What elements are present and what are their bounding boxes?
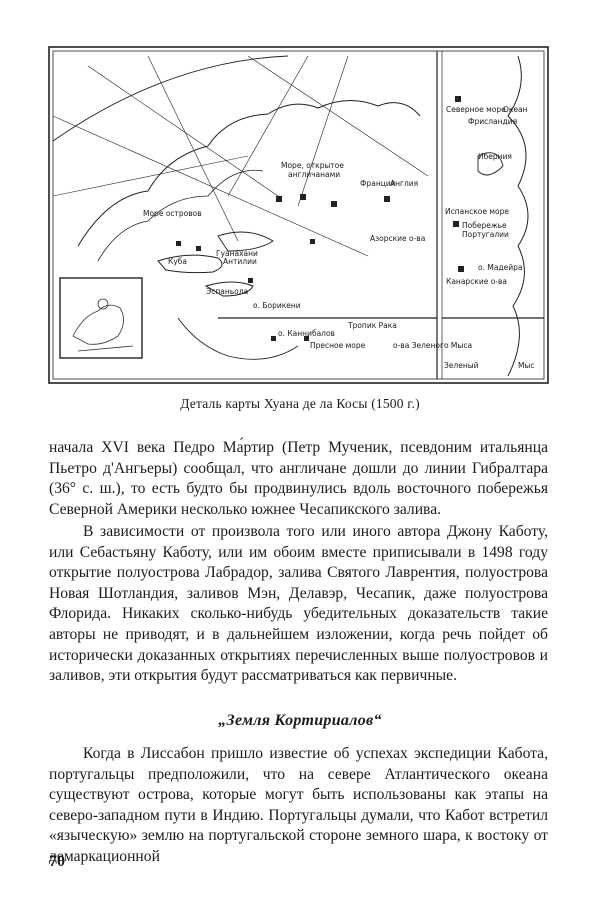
map-label-o-zelenogo-mysa: о-ва Зеленого Мыса — [393, 341, 472, 350]
paragraph-1-text: начала XVI века Педро Ма́ртир (Петр Муче… — [49, 439, 548, 518]
map-illustration: Северное море Океан Фрисландия Иберния М… — [48, 46, 549, 384]
map-label-angliya: Англия — [390, 179, 418, 188]
page-number: 70 — [49, 853, 65, 870]
map-label-o-madeira: о. Мадейра — [478, 263, 522, 272]
map-label-mys: Мыс — [518, 361, 535, 370]
map-label-gvinakani: Гуанахани — [216, 249, 258, 258]
paragraph-3: Когда в Лиссабон пришло известие об успе… — [49, 744, 548, 868]
paragraph-2-text: В зависимости от произвола того или иног… — [49, 523, 548, 685]
map-caption: Деталь карты Хуана де ла Косы (1500 г.) — [180, 396, 420, 411]
map-label-antilii: Антилии — [223, 257, 257, 266]
map-label-ispanskoe-more: Испанское море — [445, 207, 509, 216]
paragraph-1: начала XVI века Педро Ма́ртир (Петр Муче… — [49, 438, 548, 520]
inset-illustration — [72, 298, 134, 352]
map-label-o-kannibalov: о. Каннибалов — [278, 329, 335, 338]
map-label-frislandiya: Фрисландия — [468, 117, 517, 126]
map-label-zelenyi: Зеленый — [444, 361, 479, 370]
map-label-tropik-raka: Тропик Рака — [347, 321, 397, 330]
map-label-presnoe-more: Пресное море — [310, 341, 366, 350]
map-label-okean: Океан — [503, 105, 528, 114]
section-heading: „Земля Кортириалов“ — [218, 712, 382, 729]
paragraph-2: В зависимости от произвола того или иног… — [49, 522, 548, 687]
map-label-iberniya: Иберния — [478, 152, 512, 161]
paragraph-3-text: Когда в Лиссабон пришло известие об успе… — [49, 745, 548, 865]
map-label-franciya: Франция — [360, 179, 395, 188]
map-label-kanarskie: Канарские о-ва — [446, 277, 507, 286]
map-label-severnoe-more: Северное море — [446, 105, 506, 114]
map-label-espanola: Эспаньола — [206, 287, 248, 296]
map-label-o-borikeni: о. Борикени — [253, 301, 301, 310]
map-label-portugalii: Португалии — [462, 230, 509, 239]
map-label-more-ostrovov: Море островов — [143, 209, 202, 218]
map-label-azorskie: Азорские о-ва — [370, 234, 425, 243]
map-label-more-otkrytoe: Море, открытое — [281, 161, 344, 170]
map-label-anglichanami: англичанами — [288, 170, 340, 179]
map-label-pobereje: Побережье — [462, 221, 507, 230]
map-label-kuba: Куба — [168, 257, 187, 266]
